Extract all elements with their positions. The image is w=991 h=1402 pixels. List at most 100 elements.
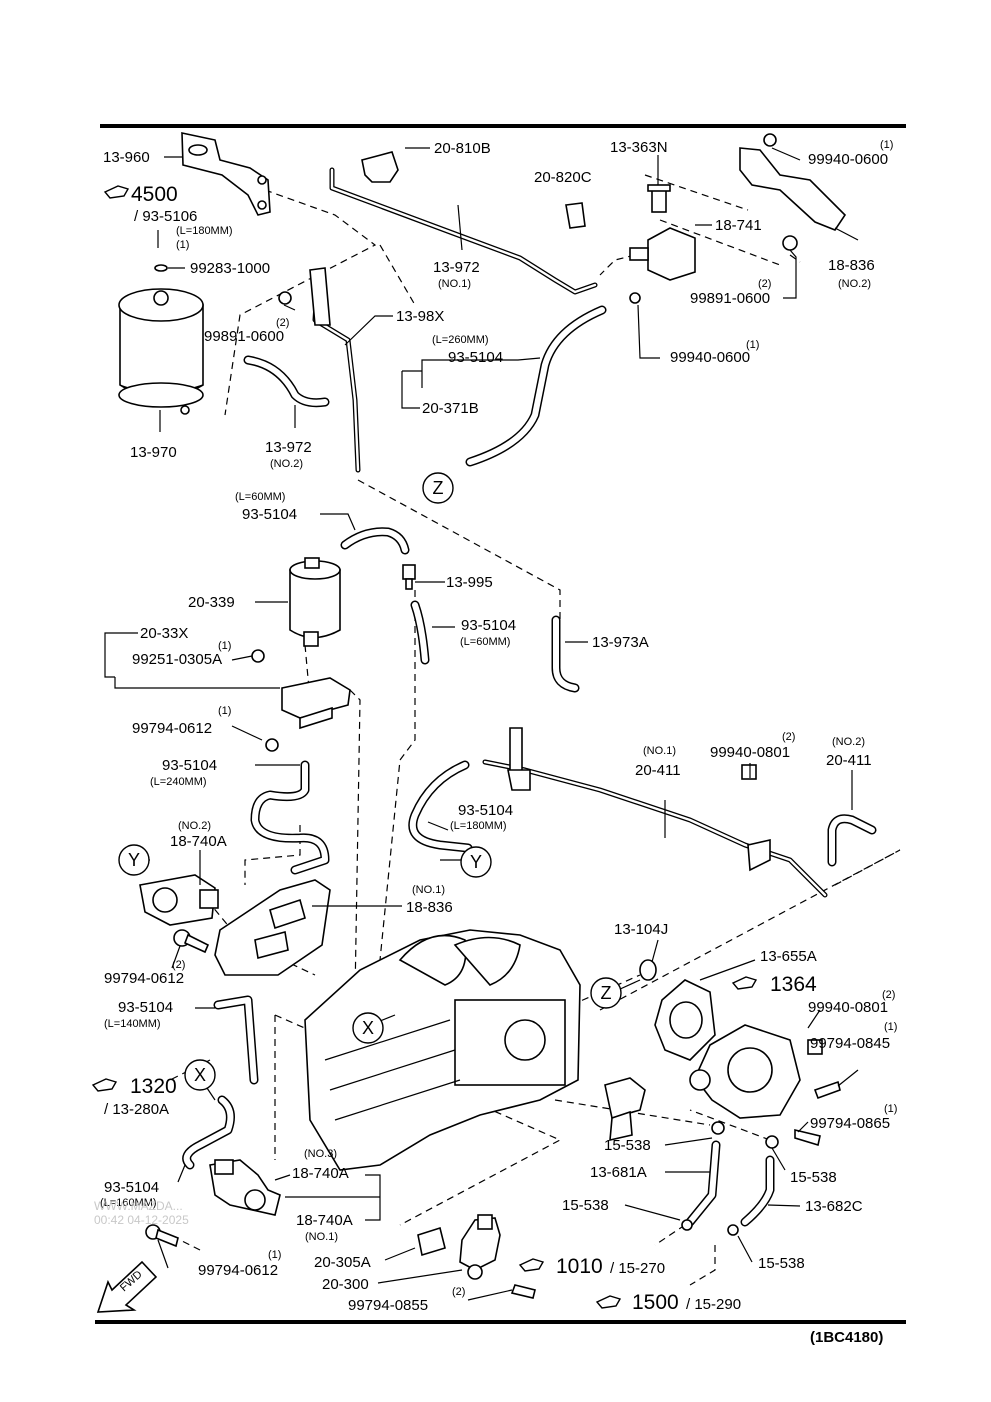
pipe-13-98x	[278, 267, 361, 473]
diagram-code: (1BC4180)	[810, 1329, 883, 1346]
bolt-99794-0845	[813, 1080, 841, 1100]
hose-13-682c	[740, 1155, 775, 1227]
label-13-682c: 13-682C	[805, 1198, 863, 1215]
bolt-99794-0855	[510, 1284, 536, 1299]
bracket-20-305a	[417, 1226, 446, 1257]
label-20-339: 20-339	[188, 594, 235, 611]
hose-93-5104-260mm	[465, 305, 607, 467]
qty-99794-0612-a: (1)	[218, 705, 231, 717]
sub-93-5104-60a: (L=60MM)	[235, 491, 285, 503]
label-93-5104-180: 93-5104	[458, 802, 513, 819]
clamp-15-538-a	[711, 1121, 725, 1135]
qty-99940-0600-b: (1)	[746, 339, 759, 351]
throttle-body	[689, 1024, 823, 1119]
hose-93-5104-140mm	[213, 995, 259, 1085]
label-99251-0305a: 99251-0305A	[132, 651, 222, 668]
label-20-33x: 20-33X	[140, 625, 188, 642]
label-93-5104-60a: 93-5104	[242, 506, 297, 523]
gasket-13-655a	[654, 979, 716, 1061]
qty-99940-0600-a: (1)	[880, 139, 893, 151]
bolt-99794-0612-c	[145, 1224, 179, 1248]
label-99891-0600-l: 99891-0600	[204, 328, 284, 345]
label-15-290: / 15-290	[686, 1296, 741, 1313]
label-13-280a: / 13-280A	[104, 1101, 169, 1118]
watermark-line1: WWW.MAZDA...	[94, 1199, 183, 1213]
qty-99891-0600-r: (2)	[758, 278, 771, 290]
label-20-411-no1: 20-411	[635, 762, 681, 779]
hose-93-5104-180mm	[408, 760, 473, 853]
label-13-655a: 13-655A	[760, 948, 817, 965]
qty-99940-0801-b: (2)	[882, 989, 895, 1001]
clamp-15-538-d	[727, 1224, 739, 1236]
bracket-13-960	[181, 132, 271, 216]
ref-1010: 1010	[556, 1255, 603, 1278]
label-15-538-d: 15-538	[758, 1255, 805, 1272]
label-20-305a: 20-305A	[314, 1254, 371, 1271]
callout-y-left: Y	[118, 844, 150, 876]
valve-center	[604, 1077, 646, 1142]
label-99794-0865: 99794-0865	[810, 1115, 890, 1132]
label-13-98x: 13-98X	[396, 308, 444, 325]
label-99940-0801-b: 99940-0801	[808, 999, 888, 1016]
sub-93-5104-160: (L=160MM)	[100, 1197, 157, 1209]
label-20-371b: 20-371B	[422, 400, 479, 417]
hand-pointer-icon	[103, 185, 130, 199]
watermark-line2: 00:42 04-12-2025	[94, 1213, 189, 1227]
hand-pointer-icon	[595, 1295, 622, 1309]
label-93-5104-240: 93-5104	[162, 757, 217, 774]
callout-y-right: Y	[460, 846, 492, 878]
label-13-104j: 13-104J	[614, 921, 668, 938]
hose-20-411-no2	[827, 814, 877, 867]
valve-13-995	[402, 564, 416, 590]
label-20-810b: 20-810B	[434, 140, 491, 157]
sub-93-5104-140: (L=140MM)	[104, 1018, 161, 1030]
plug-13-104j	[639, 959, 657, 981]
label-99891-0600-r: 99891-0600	[690, 290, 770, 307]
label-18-741: 18-741	[715, 217, 762, 234]
svg-text:Y: Y	[128, 850, 140, 870]
label-99940-0600-a: 99940-0600	[808, 151, 888, 168]
ref-1500: 1500	[632, 1291, 679, 1314]
label-99940-0801-a: 99940-0801	[710, 744, 790, 761]
hand-pointer-icon	[91, 1078, 118, 1092]
sub-93-5104-240: (L=240MM)	[150, 776, 207, 788]
label-13-972-no2: 13-972	[265, 439, 312, 456]
gasket-18-836-no1	[214, 879, 331, 976]
label-18-740a-no3: 18-740A	[292, 1165, 349, 1182]
label-99794-0845: 99794-0845	[810, 1035, 890, 1052]
sub-93-5104-260: (L=260MM)	[432, 334, 489, 346]
label-18-740a-no2: 18-740A	[170, 833, 227, 850]
label-20-820c: 20-820C	[534, 169, 592, 186]
hand-pointer-icon	[518, 1258, 545, 1272]
sub-18-836-no1: (NO.1)	[412, 884, 445, 896]
bracket-20-33x	[251, 649, 351, 752]
label-99794-0855: 99794-0855	[348, 1297, 428, 1314]
part-labels: 13-960 20-810B 13-363N (1) 99940-0600 20…	[94, 139, 897, 1346]
sub-18-740a-no2: (NO.2)	[178, 820, 211, 832]
pipe-20-411-no1	[482, 727, 828, 898]
bracket-18-836-no2	[739, 133, 847, 251]
label-93-5104-160: 93-5104	[104, 1179, 159, 1196]
clip-20-820c	[565, 202, 586, 229]
label-13-960: 13-960	[103, 149, 150, 166]
qty-99283-1000: (1)	[176, 239, 189, 251]
callout-x-left: X	[184, 1059, 216, 1091]
label-13-970: 13-970	[130, 444, 177, 461]
bolt-99794-0865	[794, 1128, 821, 1147]
label-15-270: / 15-270	[610, 1260, 665, 1277]
hose-93-5104-60mm-a	[340, 527, 410, 555]
leader-lines	[104, 147, 859, 1301]
sub-93-5104-60b: (L=60MM)	[460, 636, 510, 648]
qty-99794-0855: (2)	[452, 1286, 465, 1298]
clamp-15-538-b	[765, 1135, 779, 1149]
hose-13-681a	[685, 1140, 721, 1227]
hose-93-5104-60mm-b	[410, 600, 430, 665]
qty-99794-0612-b: (2)	[172, 959, 185, 971]
svg-text:Z: Z	[433, 478, 444, 498]
qty-99794-0612-c: (1)	[268, 1249, 281, 1261]
qty-99794-0865: (1)	[884, 1103, 897, 1115]
hose-93-5104-240mm	[250, 760, 330, 875]
svg-text:X: X	[194, 1065, 206, 1085]
label-15-538-c: 15-538	[562, 1197, 609, 1214]
